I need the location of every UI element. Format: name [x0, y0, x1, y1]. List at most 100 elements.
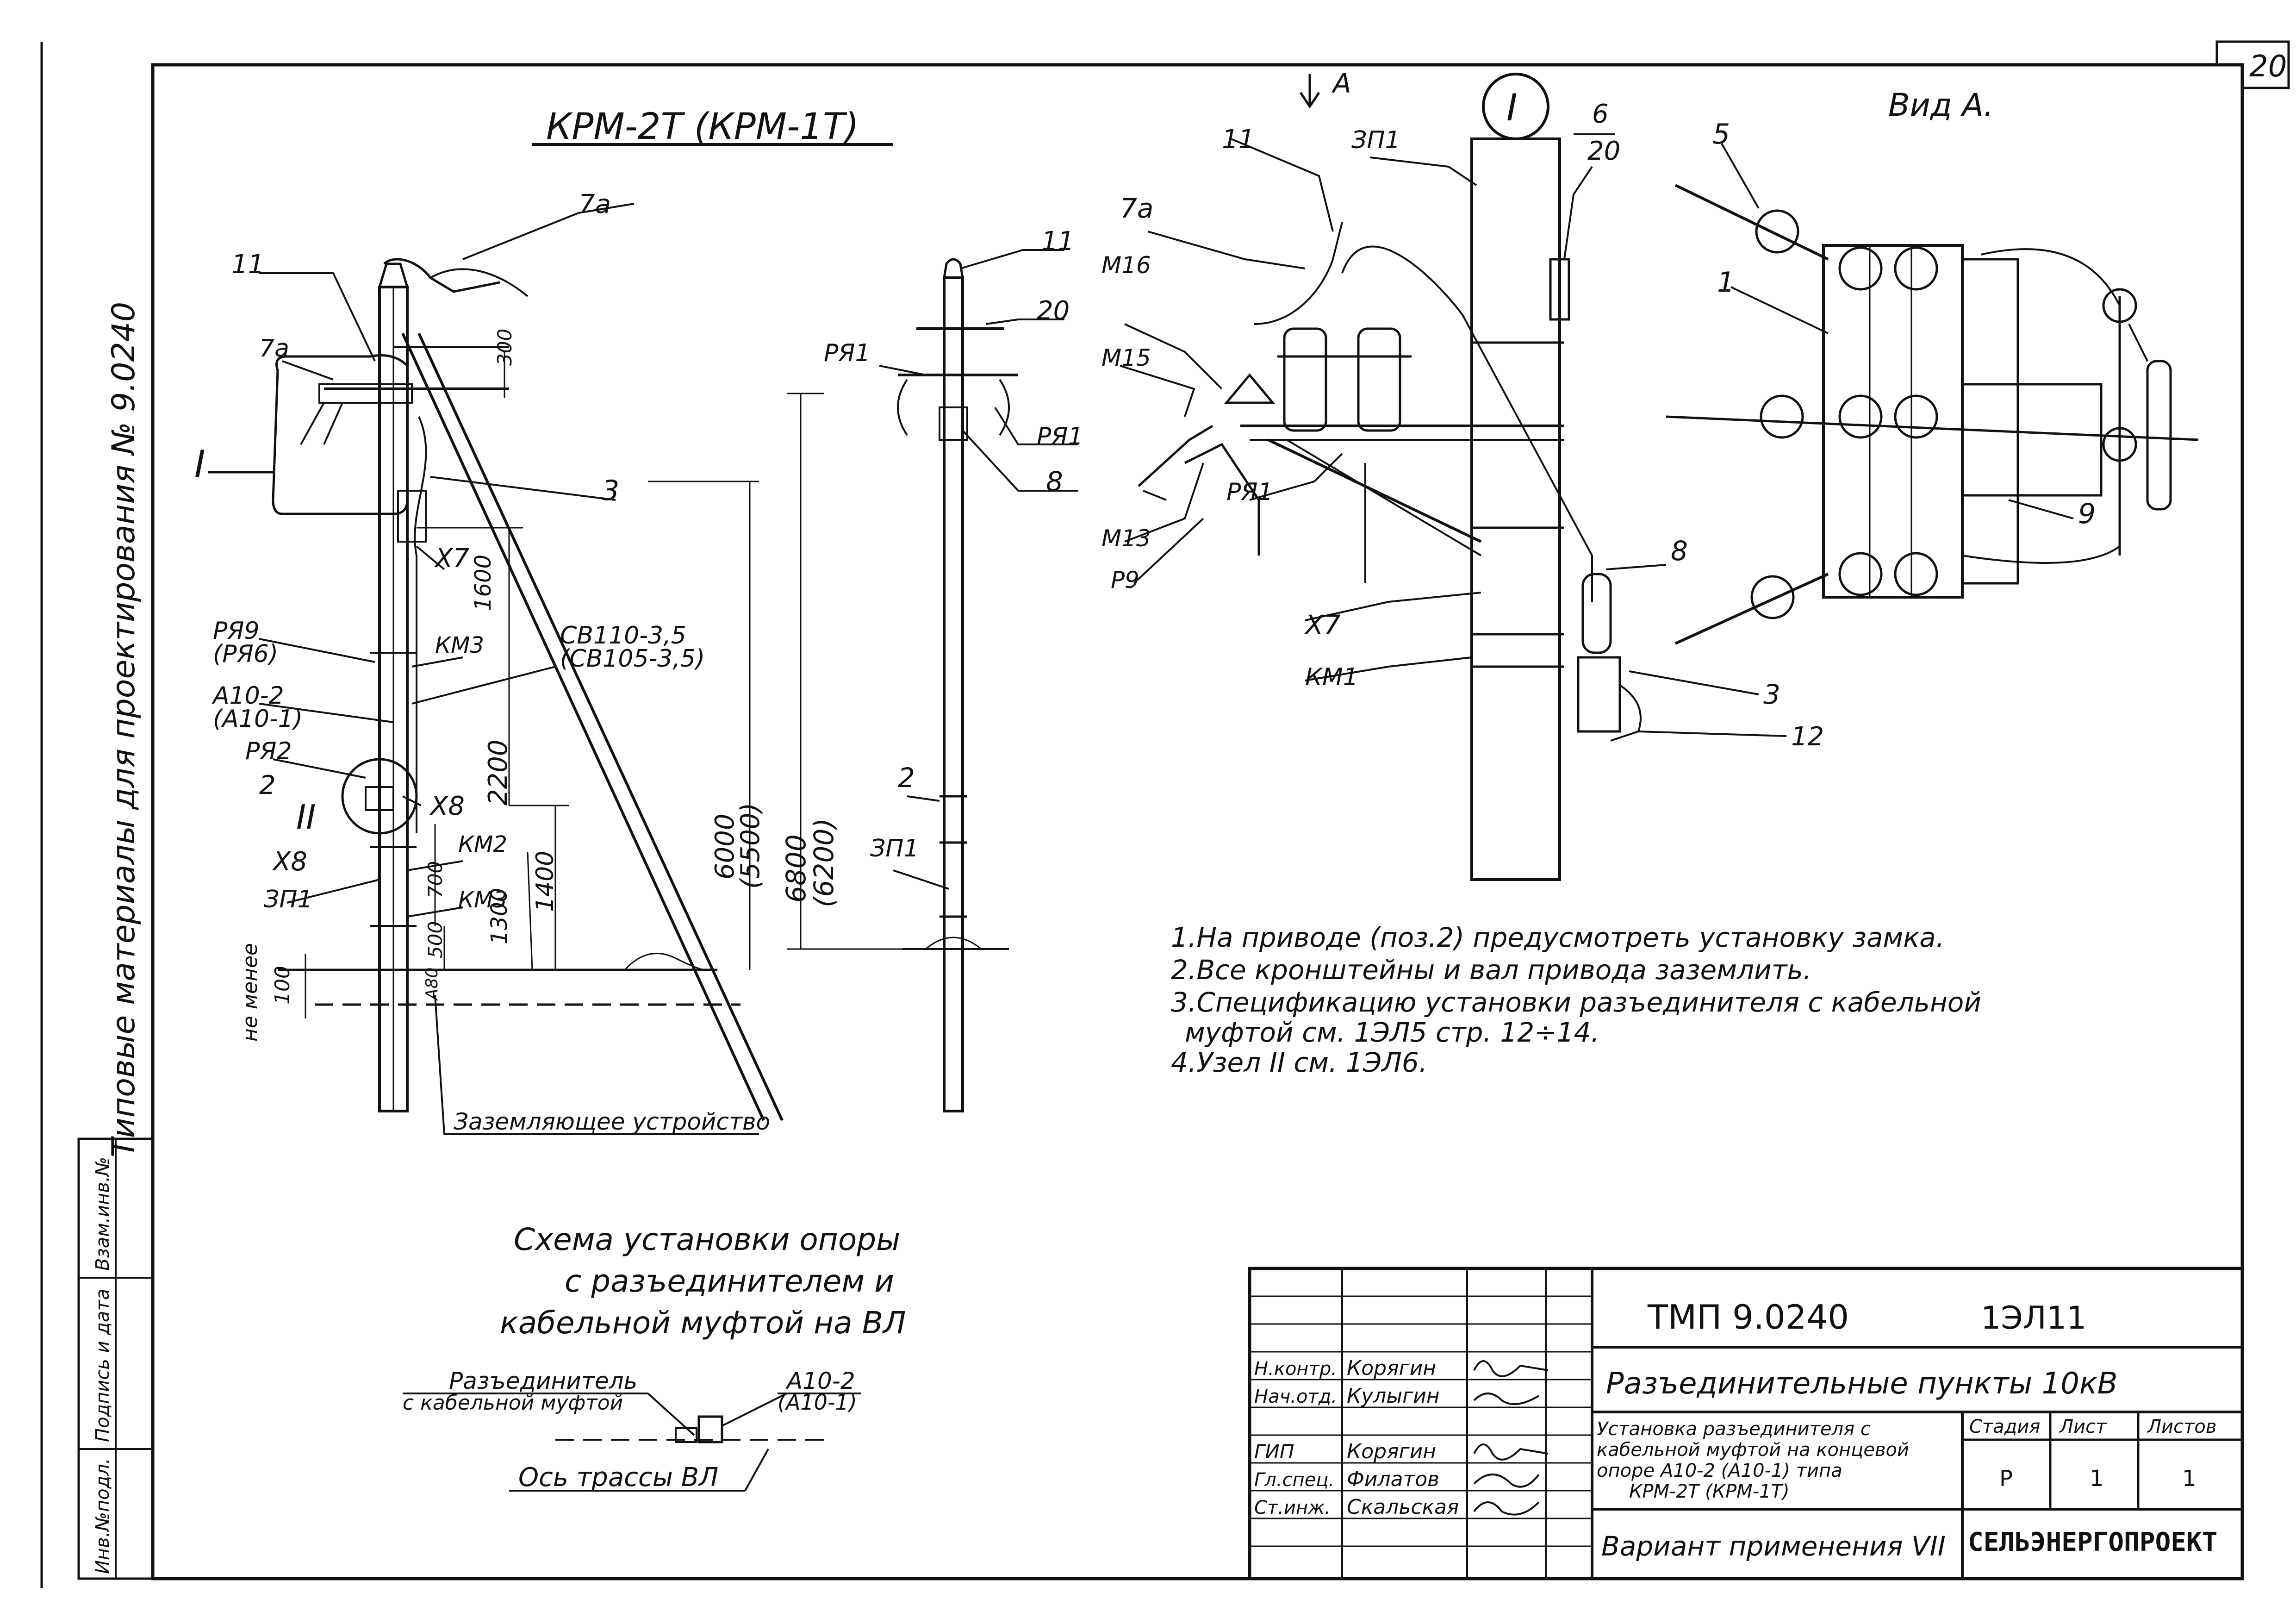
left-view: КРМ-2Т (КРМ-1Т) I: [194, 106, 893, 1135]
svg-text:(РЯ6): (РЯ6): [213, 640, 278, 668]
left-strut: [401, 332, 765, 1121]
svg-text:Взам.инв.№: Взам.инв.№: [92, 1157, 113, 1271]
svg-text:3: 3: [1763, 679, 1780, 710]
svg-text:1400: 1400: [531, 851, 559, 912]
svg-text:А10-2: А10-2: [785, 1368, 855, 1394]
note-3b: муфтой см. 1ЭЛ5 стр. 12÷14.: [1185, 1017, 1599, 1048]
svg-text:Кулыгин: Кулыгин: [1347, 1384, 1440, 1408]
svg-text:Филатов: Филатов: [1347, 1468, 1439, 1491]
svg-text:Х8: Х8: [272, 847, 307, 877]
svg-text:не менее: не менее: [238, 943, 262, 1042]
project-title: Разъединительные пункты 10кВ: [1606, 1367, 2117, 1401]
svg-text:КМ3: КМ3: [435, 632, 484, 658]
svg-text:1: 1: [2182, 1466, 2196, 1492]
svg-text:(СВ105-3,5): (СВ105-3,5): [560, 645, 705, 673]
svg-text:РЯ2: РЯ2: [245, 737, 292, 765]
svg-text:700: 700: [424, 861, 447, 898]
svg-text:РЯ9: РЯ9: [213, 617, 260, 645]
svg-text:Корягин: Корягин: [1347, 1356, 1436, 1380]
svg-text:РЯ1: РЯ1: [824, 339, 871, 367]
svg-text:(5500): (5500): [735, 803, 765, 889]
svg-text:1300: 1300: [486, 888, 512, 944]
svg-text:с кабельной муфтой: с кабельной муфтой: [403, 1391, 623, 1415]
svg-text:Х7: Х7: [1304, 609, 1341, 641]
svg-text:7а: 7а: [579, 189, 611, 219]
svg-text:СВ110-3,5: СВ110-3,5: [560, 622, 686, 650]
svg-text:7а: 7а: [1120, 193, 1153, 224]
title-block: Н.контр. Корягин Нач.отд. Кулыгин ГИП Ко…: [1248, 1267, 2244, 1580]
svg-text:1600: 1600: [470, 555, 496, 611]
node1-balloon: [272, 354, 409, 515]
svg-text:(6200): (6200): [808, 818, 840, 907]
svg-text:II: II: [296, 798, 316, 837]
svg-text:9: 9: [2078, 498, 2096, 530]
svg-text:Схема установки опоры: Схема установки опоры: [514, 1222, 900, 1257]
svg-text:Н.контр.: Н.контр.: [1254, 1358, 1337, 1380]
svg-text:Нач.отд.: Нач.отд.: [1254, 1386, 1337, 1407]
svg-text:20: 20: [1587, 136, 1620, 166]
svg-text:Р9: Р9: [1111, 567, 1139, 593]
sheet-number: 20: [2249, 50, 2287, 84]
install-scheme: Схема установки опоры с разъединителем и…: [403, 1222, 906, 1493]
svg-text:А80: А80: [423, 968, 442, 1001]
front-view: 6800 (6200) 11 20 РЯ1 РЯ1 8 2 ЗП1: [780, 226, 1083, 1112]
svg-text:М16: М16: [1101, 252, 1151, 279]
svg-text:100: 100: [271, 966, 294, 1005]
svg-text:Установка разъединителя с: Установка разъединителя с: [1597, 1418, 1871, 1440]
svg-text:Ось трассы ВЛ: Ось трассы ВЛ: [518, 1462, 718, 1493]
view-a-title: Вид А.: [1888, 87, 1994, 124]
svg-text:11: 11: [1222, 125, 1255, 155]
sheet-number-box: [2215, 40, 2290, 89]
sheet-code: 1ЭЛ11: [1981, 1300, 2086, 1337]
svg-text:500: 500: [424, 921, 447, 958]
svg-text:кабельной муфтой на ВЛ: кабельной муфтой на ВЛ: [500, 1305, 906, 1341]
svg-text:3: 3: [602, 475, 619, 507]
svg-text:Подпись и дата: Подпись и дата: [92, 1289, 113, 1442]
svg-text:опоре А10-2 (А10-1) типа: опоре А10-2 (А10-1) типа: [1597, 1460, 1842, 1481]
svg-text:300: 300: [493, 329, 516, 366]
svg-text:Х7: Х7: [434, 543, 469, 574]
svg-text:РЯ1: РЯ1: [1226, 478, 1273, 506]
left-view-title: КРМ-2Т (КРМ-1Т): [546, 106, 859, 148]
detail-node1: I А: [1101, 68, 1824, 881]
svg-text:Корягин: Корягин: [1347, 1440, 1436, 1463]
svg-text:А10-2: А10-2: [212, 682, 284, 710]
svg-text:Скальская: Скальская: [1347, 1495, 1459, 1519]
org-name: СЕЛЬЭНЕРГОПРОЕКТ: [1968, 1527, 2217, 1557]
view-a: Вид А. 5 1 9: [1666, 87, 2199, 645]
note-3: 3.Спецификацию установки разъединителя с…: [1171, 987, 1981, 1018]
svg-text:ЗП1: ЗП1: [264, 886, 313, 913]
front-pole: [943, 276, 964, 1112]
svg-text:КМ3: КМ3: [458, 887, 507, 913]
doc-code: ТМП 9.0240: [1647, 1298, 1849, 1337]
svg-text:6: 6: [1592, 99, 1609, 129]
svg-text:11: 11: [231, 250, 264, 280]
note-4: 4.Узел II см. 1ЭЛ6.: [1171, 1047, 1427, 1078]
svg-text:Листов: Листов: [2147, 1416, 2216, 1437]
note-2: 2.Все кронштейны и вал привода заземлить…: [1171, 954, 1811, 986]
svg-text:ЗП1: ЗП1: [870, 835, 919, 862]
svg-text:6000: 6000: [710, 813, 740, 880]
svg-text:I: I: [194, 443, 205, 486]
svg-text:ГИП: ГИП: [1254, 1440, 1294, 1463]
svg-text:Разъединитель: Разъединитель: [449, 1368, 637, 1394]
scheme-support: [697, 1415, 723, 1443]
svg-text:12: 12: [1791, 722, 1824, 752]
svg-text:1: 1: [2090, 1466, 2104, 1492]
svg-text:6800: 6800: [780, 834, 812, 903]
svg-text:Лист: Лист: [2059, 1416, 2107, 1437]
svg-text:кабельной муфтой на концевой: кабельной муфтой на концевой: [1597, 1439, 1909, 1461]
notes: 1.На приводе (поз.2) предусмотреть устан…: [1171, 922, 1981, 1078]
svg-text:Гл.спец.: Гл.спец.: [1254, 1469, 1334, 1491]
svg-text:Инв.№подл.: Инв.№подл.: [92, 1458, 113, 1574]
svg-text:Х8: Х8: [429, 791, 465, 821]
ground-device-label: Заземляющее устройство: [454, 1108, 770, 1135]
svg-text:2: 2: [898, 762, 915, 793]
side-note: Типовые материалы для проектирования № 9…: [106, 302, 142, 1157]
svg-text:8: 8: [1671, 535, 1688, 567]
svg-text:с разъединителем и: с разъединителем и: [565, 1263, 894, 1299]
svg-text:КМ1: КМ1: [1305, 663, 1358, 691]
svg-text:5: 5: [1712, 118, 1730, 150]
svg-text:(А10-1): (А10-1): [213, 705, 303, 733]
svg-text:Ст.инж.: Ст.инж.: [1254, 1497, 1331, 1518]
